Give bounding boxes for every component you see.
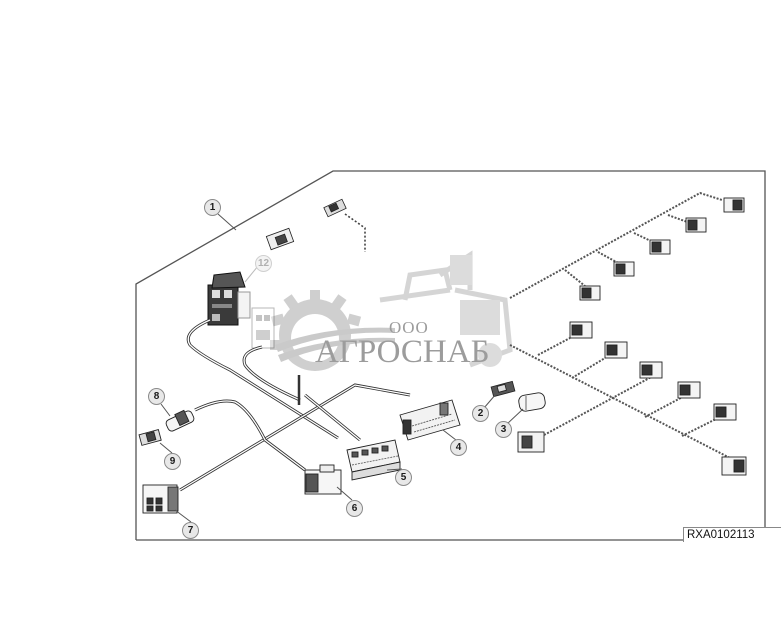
watermark-name: АГРОСНАБ [315,334,490,370]
part-9-plug [138,429,162,446]
part-main-connector-block [207,271,251,326]
sensor-connectors-lower [569,321,747,476]
part-5-block-connector [346,439,401,481]
part-3-cap [518,392,546,412]
callout-7: 7 [182,522,199,539]
part-6-connector [304,464,342,495]
watermark-prefix: ООО [389,318,429,337]
part-secondary-connector-faded [251,307,275,349]
part-4-block-connector [399,399,461,441]
callout-2: 2 [472,405,489,422]
part-connector-branch-start [517,431,545,453]
sensor-connectors-upper [579,197,745,301]
dashed-harness-upper [509,191,723,299]
part-2-connector [490,380,516,398]
callout-6: 6 [346,500,363,517]
figure-id-label: RXA0102113 [683,527,781,542]
callout-1: 1 [204,199,221,216]
callout-3: 3 [495,421,512,438]
part-small-connector-top [265,198,347,251]
callout-8: 8 [148,388,165,405]
callout-4: 4 [450,439,467,456]
watermark-logo [270,250,513,371]
callout-12: 12 [255,255,272,272]
part-8-inline-connector [165,409,195,432]
callout-5: 5 [395,469,412,486]
diagram-frame [135,170,766,541]
part-7-connector [142,484,179,514]
callout-9: 9 [164,453,181,470]
